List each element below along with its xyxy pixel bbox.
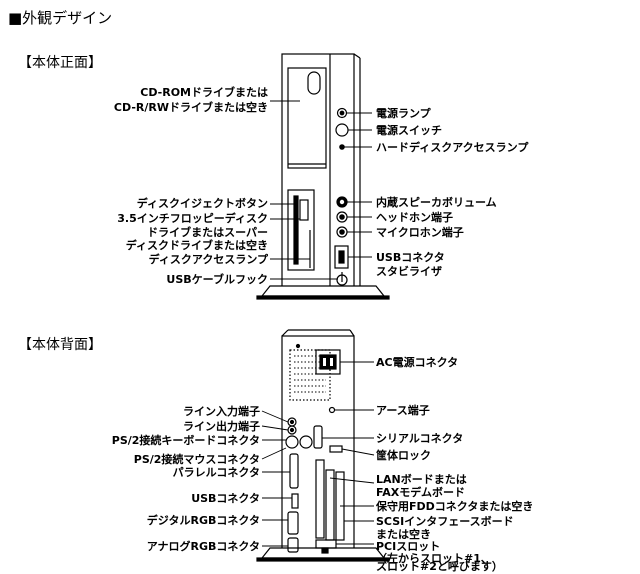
label-cd-drive-line1: CD-ROMドライブまたは [140, 86, 268, 99]
label-cd-drive-line2: CD-R/RWドライブまたは空き [113, 101, 268, 114]
label-speaker-volume: 内蔵スピーカボリューム [376, 196, 497, 209]
label-fdd-connector: 保守用FDDコネクタまたは空き [376, 500, 534, 513]
label-power-lamp: 電源ランプ [376, 107, 431, 120]
label-hdd-access-lamp: ハードディスクアクセスランプ [376, 141, 529, 154]
front-section-title: 【本体正面】 [18, 55, 102, 71]
back-leaders-right [322, 361, 375, 545]
back-fan-vent [289, 343, 331, 401]
label-digital-rgb: デジタルRGBコネクタ [146, 514, 260, 527]
label-lan-fax-line1: LANボードまたは [376, 473, 467, 486]
label-lan-fax-line2: FAXモデムボード [376, 486, 466, 499]
label-pci-line1: PCIスロット [376, 540, 441, 553]
label-disk-access-lamp: ディスクアクセスランプ [148, 253, 268, 266]
label-mic-jack: マイクロホン端子 [376, 226, 464, 239]
front-cd-drive [287, 67, 327, 169]
back-expansion-slots [315, 459, 345, 554]
label-power-switch: 電源スイッチ [376, 124, 442, 137]
label-pci-line3: スロット#2と呼びます） [376, 560, 503, 573]
label-headphone-jack: ヘッドホン端子 [376, 211, 453, 224]
label-scsi-line2: または空き [376, 528, 431, 541]
label-usb-stabilizer-line1: USBコネクタ [376, 251, 445, 264]
front-panel-controls [334, 107, 349, 286]
label-case-lock: 筐体ロック [376, 449, 431, 462]
label-serial: シリアルコネクタ [376, 432, 464, 445]
front-leaders-left [270, 100, 338, 280]
back-section-title: 【本体背面】 [18, 337, 102, 353]
label-usb-cable-hook: USBケーブルフック [166, 273, 268, 286]
label-ground: アース端子 [376, 404, 430, 417]
label-fdd-line3: ディスクドライブまたは空き [125, 239, 268, 252]
label-ps2-keyboard: PS/2接続キーボードコネクタ [111, 434, 260, 447]
back-ac-inlet [315, 349, 341, 414]
page-heading: ■外観デザイン [8, 9, 113, 27]
label-parallel: パラレルコネクタ [172, 466, 260, 479]
label-scsi-line1: SCSIインタフェースボード [376, 515, 514, 528]
label-ps2-mouse: PS/2接続マウスコネクタ [133, 453, 260, 466]
label-pci-line2: （左からスロット#1、 [376, 552, 492, 565]
back-leaders-left [261, 410, 292, 547]
label-fdd-line2: ドライブまたはスーパー [147, 226, 268, 239]
label-analog-rgb: アナログRGBコネクタ [146, 540, 260, 553]
front-leaders-right [344, 112, 372, 258]
label-disk-eject-button: ディスクイジェクトボタン [136, 197, 268, 210]
label-line-out: ライン出力端子 [183, 420, 260, 433]
label-usb-stabilizer-line2: スタビライザ [376, 265, 442, 278]
label-line-in: ライン入力端子 [183, 405, 260, 418]
label-fdd-line1: 3.5インチフロッピーディスク [117, 212, 268, 225]
front-chassis [256, 53, 390, 300]
front-fdd [287, 189, 315, 271]
label-ac-power: AC電源コネクタ [376, 356, 459, 369]
label-usb: USBコネクタ [191, 492, 260, 505]
